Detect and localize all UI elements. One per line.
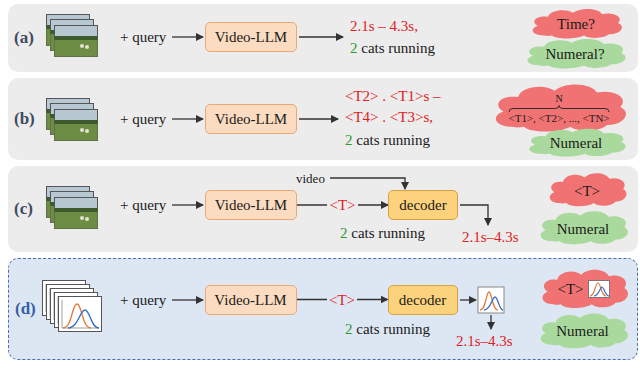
cloud-text: Numeral [556, 322, 608, 340]
concept-cloud: Numeral [534, 310, 632, 350]
cloud-shape [542, 269, 628, 307]
concept-cloud: Numeral? [520, 36, 630, 70]
concept-cloud: <T> [536, 266, 632, 310]
time-text: <T4> . <T3>s, [345, 109, 433, 125]
count-numeral: 2 [340, 225, 348, 241]
label-text: + query [120, 111, 166, 127]
mini-plot-frame [588, 281, 609, 298]
count-numeral: 2 [345, 132, 353, 148]
label-text: cats running [351, 225, 425, 241]
cloud-shape [533, 9, 622, 39]
label-line: 2.1s–4.3s [462, 228, 519, 246]
video-llm-box: Video-LLM [205, 190, 297, 220]
cloud-content: <T> [574, 182, 600, 200]
decoder-box: decoder [388, 190, 458, 220]
cloud-text: Numeral [557, 220, 609, 238]
panel-band: (a) Video-LLM Time? Numeral? [8, 4, 638, 72]
label-line: 2cats running [345, 320, 430, 338]
label-line: 2.1s–4.3s [456, 332, 513, 350]
video-llm-box: Video-LLM [205, 104, 297, 134]
cloud-text: Time? [557, 15, 595, 33]
label-text: cats running [356, 321, 430, 337]
cloud-text: Numeral [550, 134, 602, 152]
cloud-shape [496, 85, 626, 132]
cloud-content: N <T1>, <T2>, ..., <TN> [508, 93, 610, 125]
label-text: + query [120, 292, 166, 308]
label-text: cats running [361, 40, 435, 56]
label-line: + query [120, 110, 166, 128]
cloud-content: Time? [557, 15, 595, 33]
cloud-content: Numeral [550, 134, 602, 152]
concept-cloud: N <T1>, <T2>, ..., <TN> [486, 80, 632, 134]
cloud-text: Numeral? [545, 45, 604, 63]
label-text: + query [120, 29, 166, 45]
concept-cloud: <T> [544, 170, 630, 208]
cloud-shape [541, 211, 628, 244]
token-text: <T> [329, 292, 355, 308]
label-line: 2cats running [340, 224, 425, 242]
cloud-text: <T> [574, 182, 600, 200]
label-line: video [296, 170, 325, 188]
cloud-content: Numeral [557, 220, 609, 238]
token-label: <T> [327, 291, 357, 309]
panel-letter: (c) [14, 199, 33, 219]
brace-line [509, 105, 609, 112]
panel-band: (b) Video-LLM N <T1>, <T2>, ..., <TN> Numera… [8, 78, 638, 160]
decoder-name: decoder [399, 291, 446, 309]
brace [508, 105, 610, 112]
time-text: 2.1s – 4.3s, [350, 18, 418, 34]
time-text: 2.1s–4.3s [456, 333, 513, 349]
count-numeral: 2 [350, 40, 358, 56]
panel-letter: (a) [14, 28, 34, 48]
label-text: cats running [356, 132, 430, 148]
label-line: <T2> . <T1>s – [345, 87, 441, 105]
cloud-text: <T> [557, 280, 583, 298]
model-name: Video-LLM [215, 28, 287, 46]
cloud-text: <T1>, <T2>, ..., <TN> [508, 112, 609, 125]
label-line: + query [120, 196, 166, 214]
time-text: 2.1s–4.3s [462, 229, 519, 245]
token-label: <T> [327, 196, 357, 214]
mini-curve [594, 287, 609, 296]
cloud-content: <T> [557, 280, 609, 298]
cloud-content: Numeral? [545, 45, 604, 63]
label-line: <T4> . <T3>s, [345, 108, 433, 126]
token-text: <T> [329, 197, 355, 213]
decoder-name: decoder [399, 196, 446, 214]
label-text: + query [120, 197, 166, 213]
video-llm-box: Video-LLM [205, 285, 297, 315]
model-name: Video-LLM [215, 110, 287, 128]
label-line: 2cats running [350, 39, 435, 57]
cloud-text: N [555, 93, 562, 105]
concept-cloud: Numeral [534, 208, 632, 246]
decoder-box: decoder [388, 285, 458, 315]
count-numeral: 2 [345, 321, 353, 337]
model-name: Video-LLM [214, 291, 286, 309]
label-text: video [296, 171, 325, 186]
panel-letter: (b) [14, 109, 35, 129]
cloud-content: Numeral [556, 322, 608, 340]
time-text: <T2> . <T1>s – [345, 88, 441, 104]
label-line: 2cats running [345, 131, 430, 149]
cloud-shape [540, 313, 627, 348]
label-line: 2.1s – 4.3s, [350, 17, 418, 35]
cloud-shape [550, 173, 627, 206]
concept-cloud: Time? [526, 6, 626, 40]
video-llm-box: Video-LLM [205, 22, 297, 52]
label-line: + query [120, 28, 166, 46]
concept-cloud: Numeral [522, 126, 630, 158]
label-line: + query [120, 291, 166, 309]
cloud-shape [529, 129, 625, 157]
mini-plot [588, 280, 610, 298]
panel-band: (d) Video-LLM decoder <T> Numeral [8, 258, 638, 360]
model-name: Video-LLM [215, 196, 287, 214]
panel-letter: (d) [15, 299, 36, 319]
cloud-shape [527, 39, 625, 69]
